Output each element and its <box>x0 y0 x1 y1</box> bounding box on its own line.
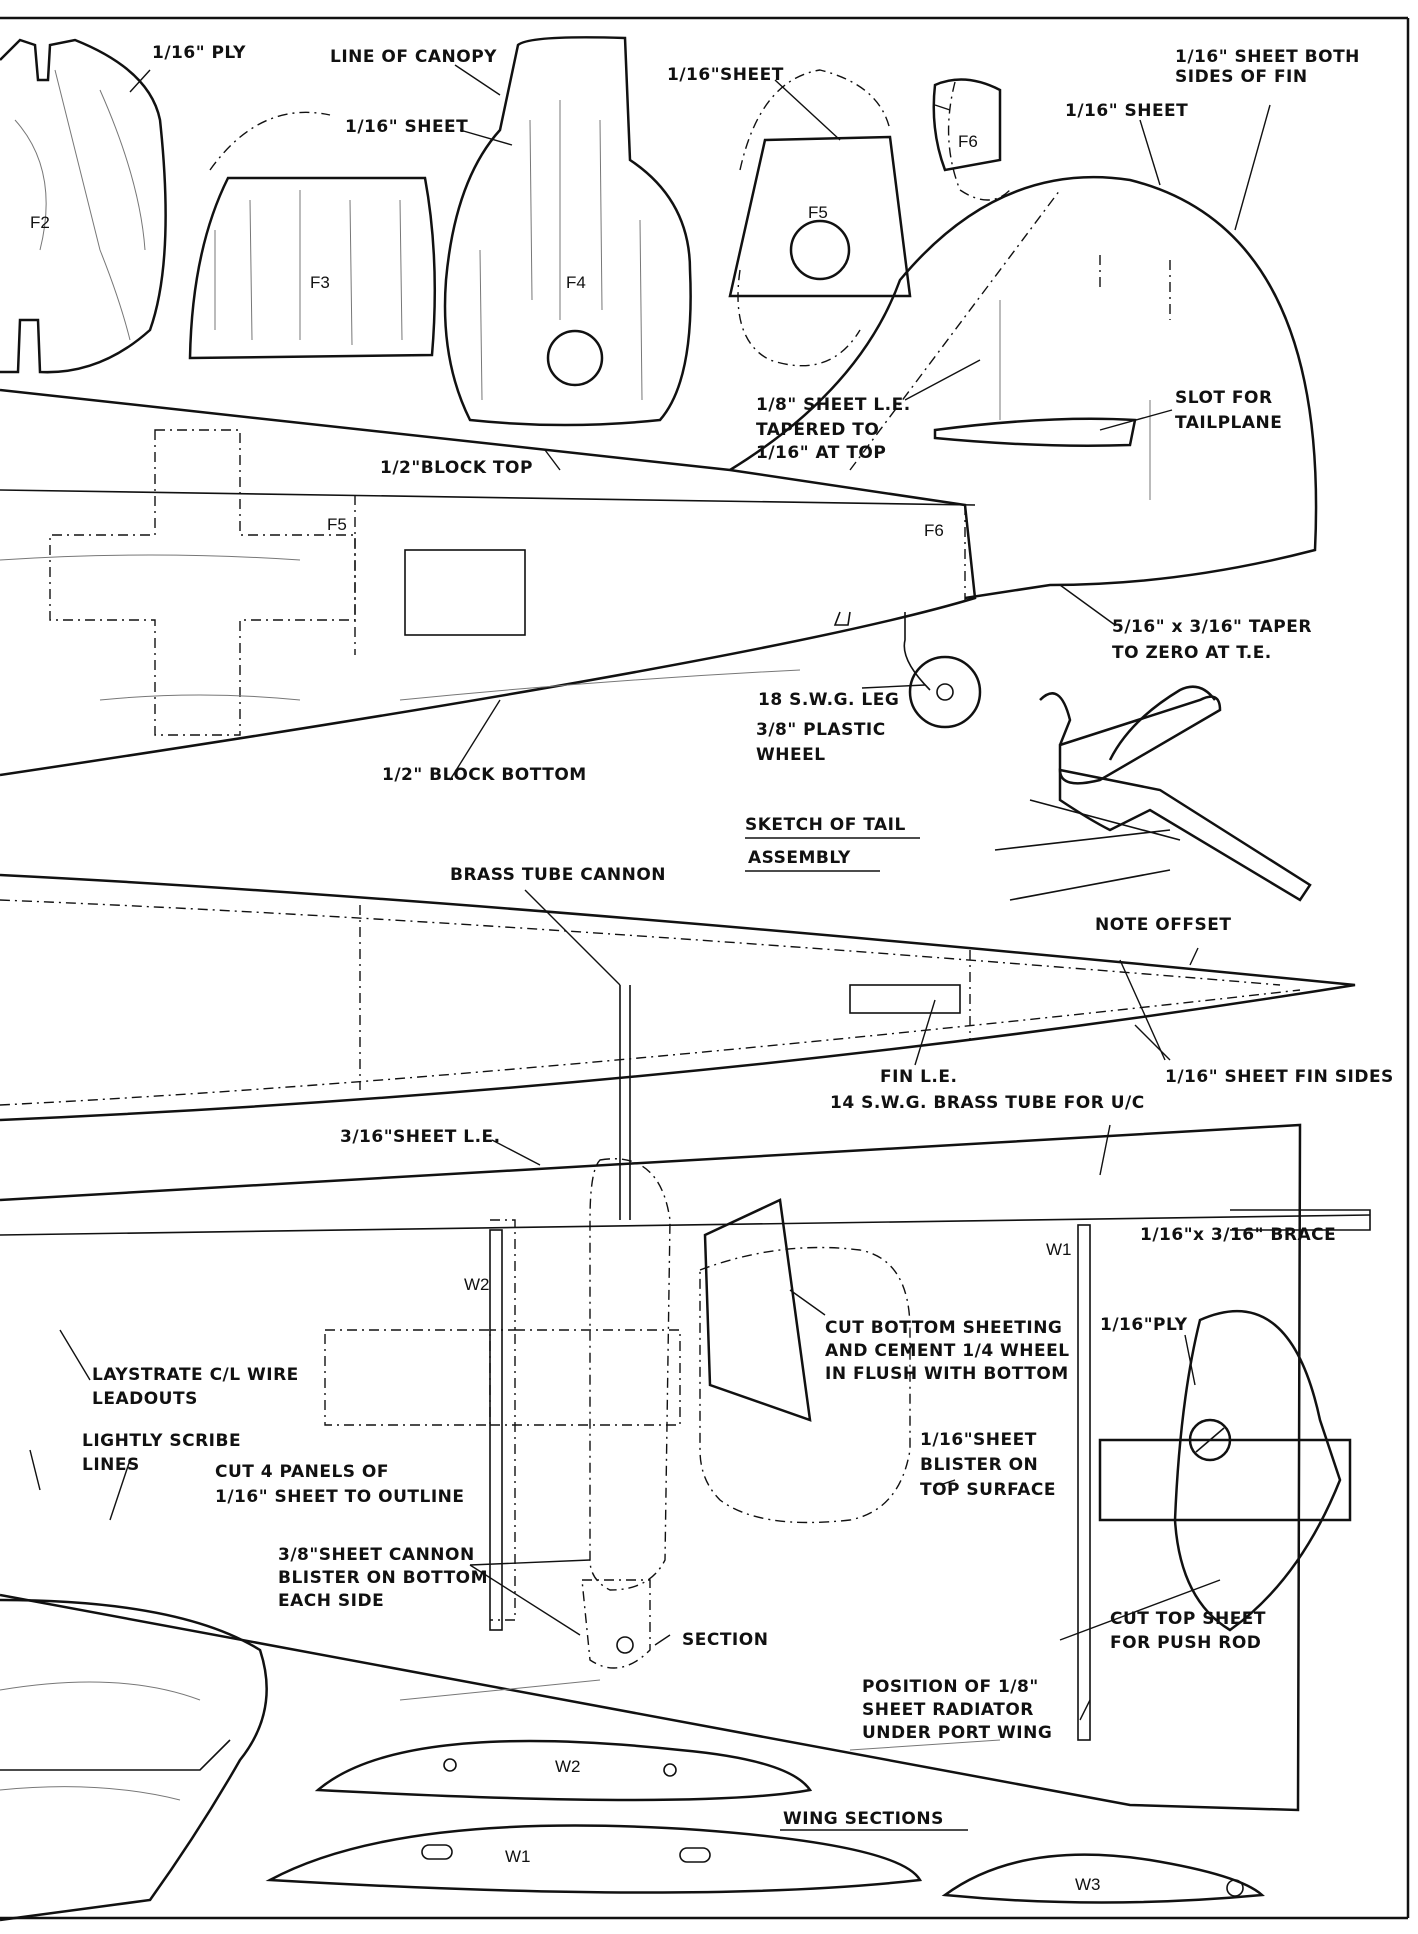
slot-label-1: SLOT FOR <box>1175 388 1273 408</box>
taper-label-1: 5/16" x 3/16" TAPER <box>1112 617 1312 637</box>
leading-edge-label-3: 1/16" AT TOP <box>756 443 886 463</box>
pushrod-label-2: FOR PUSH ROD <box>1110 1633 1261 1653</box>
label-f6-side: F6 <box>924 521 944 540</box>
tail-wheel <box>833 611 982 729</box>
former-f3: F3 <box>188 111 437 360</box>
ply-bellcrank-label: 1/16"PLY <box>1100 1315 1188 1335</box>
fuselage-side-view: F5 F6 <box>0 175 1318 777</box>
blister-top-label-1: 1/16"SHEET <box>920 1430 1037 1450</box>
brass-uc-label: 14 S.W.G. BRASS TUBE FOR U/C <box>830 1093 1145 1113</box>
laystrate-label-1: LAYSTRATE C/L WIRE <box>92 1365 299 1385</box>
cannon-blister-label-3: EACH SIDE <box>278 1591 384 1611</box>
fuselage-top-view <box>0 873 1356 1220</box>
radiator-label-2: SHEET RADIATOR <box>862 1700 1034 1720</box>
panels-label-2: 1/16" SHEET TO OUTLINE <box>215 1487 465 1507</box>
label-f3: F3 <box>310 273 330 292</box>
slot-label-2: TAILPLANE <box>1175 413 1282 433</box>
pushrod-label-1: CUT TOP SHEET <box>1110 1609 1266 1629</box>
cannon-blister-label-2: BLISTER ON BOTTOM <box>278 1568 488 1588</box>
former-f4: F4 <box>443 36 692 427</box>
label-w1-plan: W1 <box>1046 1240 1072 1259</box>
label-f2: F2 <box>30 213 50 232</box>
block-top-label: 1/2"BLOCK TOP <box>380 458 533 478</box>
label-f6: F6 <box>958 132 978 151</box>
sheet-border <box>0 16 1410 1920</box>
wheel-label-1: 3/8" PLASTIC <box>756 720 886 740</box>
label-w2-plan: W2 <box>464 1275 490 1294</box>
radiator-label-3: UNDER PORT WING <box>862 1723 1052 1743</box>
note-offset-label: NOTE OFFSET <box>1095 915 1231 935</box>
sketch-label-2: ASSEMBLY <box>748 848 851 868</box>
label-w2-section: W2 <box>555 1757 581 1776</box>
cut-bottom-label-3: IN FLUSH WITH BOTTOM <box>825 1364 1069 1384</box>
label-w1-section: W1 <box>505 1847 531 1866</box>
laystrate-label-2: LEADOUTS <box>92 1389 198 1409</box>
leading-edge-label-1: 1/8" SHEET L.E. <box>756 395 911 415</box>
fin-sides-label: 1/16" SHEET FIN SIDES <box>1165 1067 1394 1087</box>
taper-label-2: TO ZERO AT T.E. <box>1112 643 1272 663</box>
radiator-label-1: POSITION OF 1/8" <box>862 1677 1039 1697</box>
block-bottom-label: 1/2" BLOCK BOTTOM <box>382 765 587 785</box>
sheet-both-sides-label-2: SIDES OF FIN <box>1175 67 1308 87</box>
former-f5: F5 <box>728 69 912 367</box>
leader-lines <box>29 64 1271 1721</box>
scribe-label-2: LINES <box>82 1455 140 1475</box>
label-w3-section: W3 <box>1075 1875 1101 1894</box>
leg-label: 18 S.W.G. LEG <box>758 690 899 710</box>
sheet-both-sides-label-1: 1/16" SHEET BOTH <box>1175 47 1360 67</box>
sketch-label-1: SKETCH OF TAIL <box>745 815 906 835</box>
label-f5: F5 <box>808 203 828 222</box>
wing-le-label: 3/16"SHEET L.E. <box>340 1127 501 1147</box>
sheet-f3-label: 1/16" SHEET <box>345 117 468 137</box>
sheet-f5-label: 1/16"SHEET <box>667 65 784 85</box>
cannon-label: BRASS TUBE CANNON <box>450 865 666 885</box>
tail-assembly-sketch <box>994 685 1312 902</box>
former-f6: F6 <box>932 78 1011 201</box>
wheel-label-2: WHEEL <box>756 745 826 765</box>
annotations: 1/16" PLY LINE OF CANOPY 1/16" SHEET 1/1… <box>82 43 1394 1831</box>
blister-top-label-2: BLISTER ON <box>920 1455 1038 1475</box>
blister-top-label-3: TOP SURFACE <box>920 1480 1056 1500</box>
scribe-label-1: LIGHTLY SCRIBE <box>82 1431 241 1451</box>
sheet-fin-top-label: 1/16" SHEET <box>1065 101 1188 121</box>
cannon-blister-label-1: 3/8"SHEET CANNON <box>278 1545 475 1565</box>
fin-le-label: FIN L.E. <box>880 1067 957 1087</box>
cut-bottom-label-1: CUT BOTTOM SHEETING <box>825 1318 1062 1338</box>
brace-label: 1/16"x 3/16" BRACE <box>1140 1225 1336 1245</box>
line-of-canopy-label: LINE OF CANOPY <box>330 47 497 67</box>
wing-sections-title: WING SECTIONS <box>783 1809 944 1829</box>
label-f5-side: F5 <box>327 515 347 534</box>
cut-bottom-label-2: AND CEMENT 1/4 WHEEL <box>825 1341 1070 1361</box>
wing-plan: W2 W1 <box>0 1123 1371 1922</box>
leading-edge-label-2: TAPERED TO <box>756 420 879 440</box>
ply-f2-label: 1/16" PLY <box>152 43 246 63</box>
label-f4: F4 <box>566 273 586 292</box>
section-label: SECTION <box>682 1630 768 1650</box>
panels-label-1: CUT 4 PANELS OF <box>215 1462 389 1482</box>
wing-sections: W2 W1 W3 <box>265 1739 1265 1904</box>
former-f2: F2 <box>0 38 167 374</box>
